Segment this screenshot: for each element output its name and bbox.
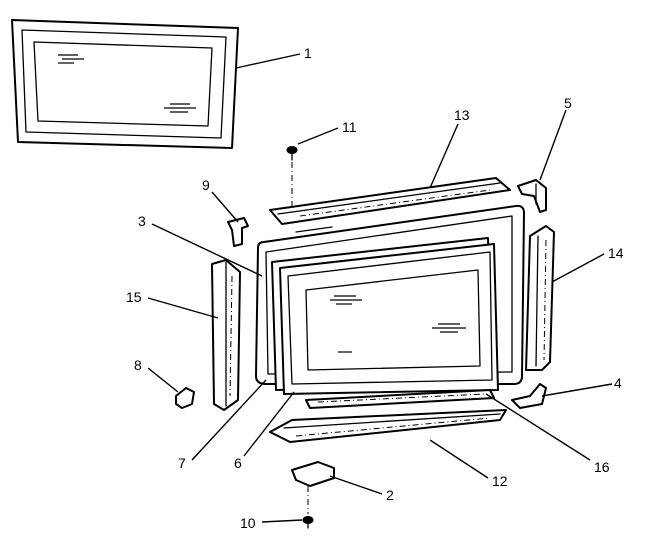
callout-13: 13 [454,107,470,123]
callout-7: 7 [178,455,186,471]
part-2-hinge-bracket [291,461,335,514]
part-1-outer-door-panel [11,19,239,149]
callout-4: 4 [614,375,622,391]
leader-10 [261,519,303,523]
leader-2 [329,475,383,495]
leader-1 [235,53,301,69]
callout-5: 5 [564,95,572,111]
part-5-corner-bracket [517,179,547,213]
leader-11 [297,127,339,145]
callout-2: 2 [386,487,394,503]
leader-8 [147,367,179,393]
part-14-right-side-trim [525,225,555,371]
callout-8: 8 [134,357,142,373]
leader-9 [211,191,239,223]
glass-glare-mark [330,295,466,353]
part-10-screw [302,516,314,529]
panel-glare-mark [58,54,196,113]
callout-11: 11 [342,119,357,135]
leader-lines [147,53,613,523]
leader-3 [151,223,263,277]
callout-14: 14 [608,245,624,261]
leader-7 [191,379,267,461]
part-8-clip [175,387,195,409]
leader-14 [551,253,605,283]
leader-13 [429,123,459,189]
leader-12 [429,439,489,479]
leader-16 [485,393,591,461]
leader-5 [539,109,567,181]
leader-15 [147,297,219,319]
callout-3: 3 [138,213,146,229]
part-11-screw [286,146,298,206]
callout-16: 16 [594,459,610,475]
part-16-vent-strip [305,389,495,409]
callout-1: 1 [304,45,312,61]
callout-10: 10 [240,515,256,531]
part-15-left-side-trim [211,259,241,411]
callout-15: 15 [126,289,142,305]
part-6-inner-glass-pack [271,237,499,395]
callout-labels: 1 11 13 5 9 3 14 15 8 4 7 6 16 12 2 10 [126,45,624,531]
part-9-small-bracket [227,217,249,247]
part-4-corner-bracket [511,383,547,409]
leader-4 [541,383,613,397]
callout-6: 6 [234,455,242,471]
leader-6 [243,391,295,457]
callout-9: 9 [202,177,210,193]
callout-12: 12 [492,473,508,489]
part-12-bottom-trim [269,409,507,443]
